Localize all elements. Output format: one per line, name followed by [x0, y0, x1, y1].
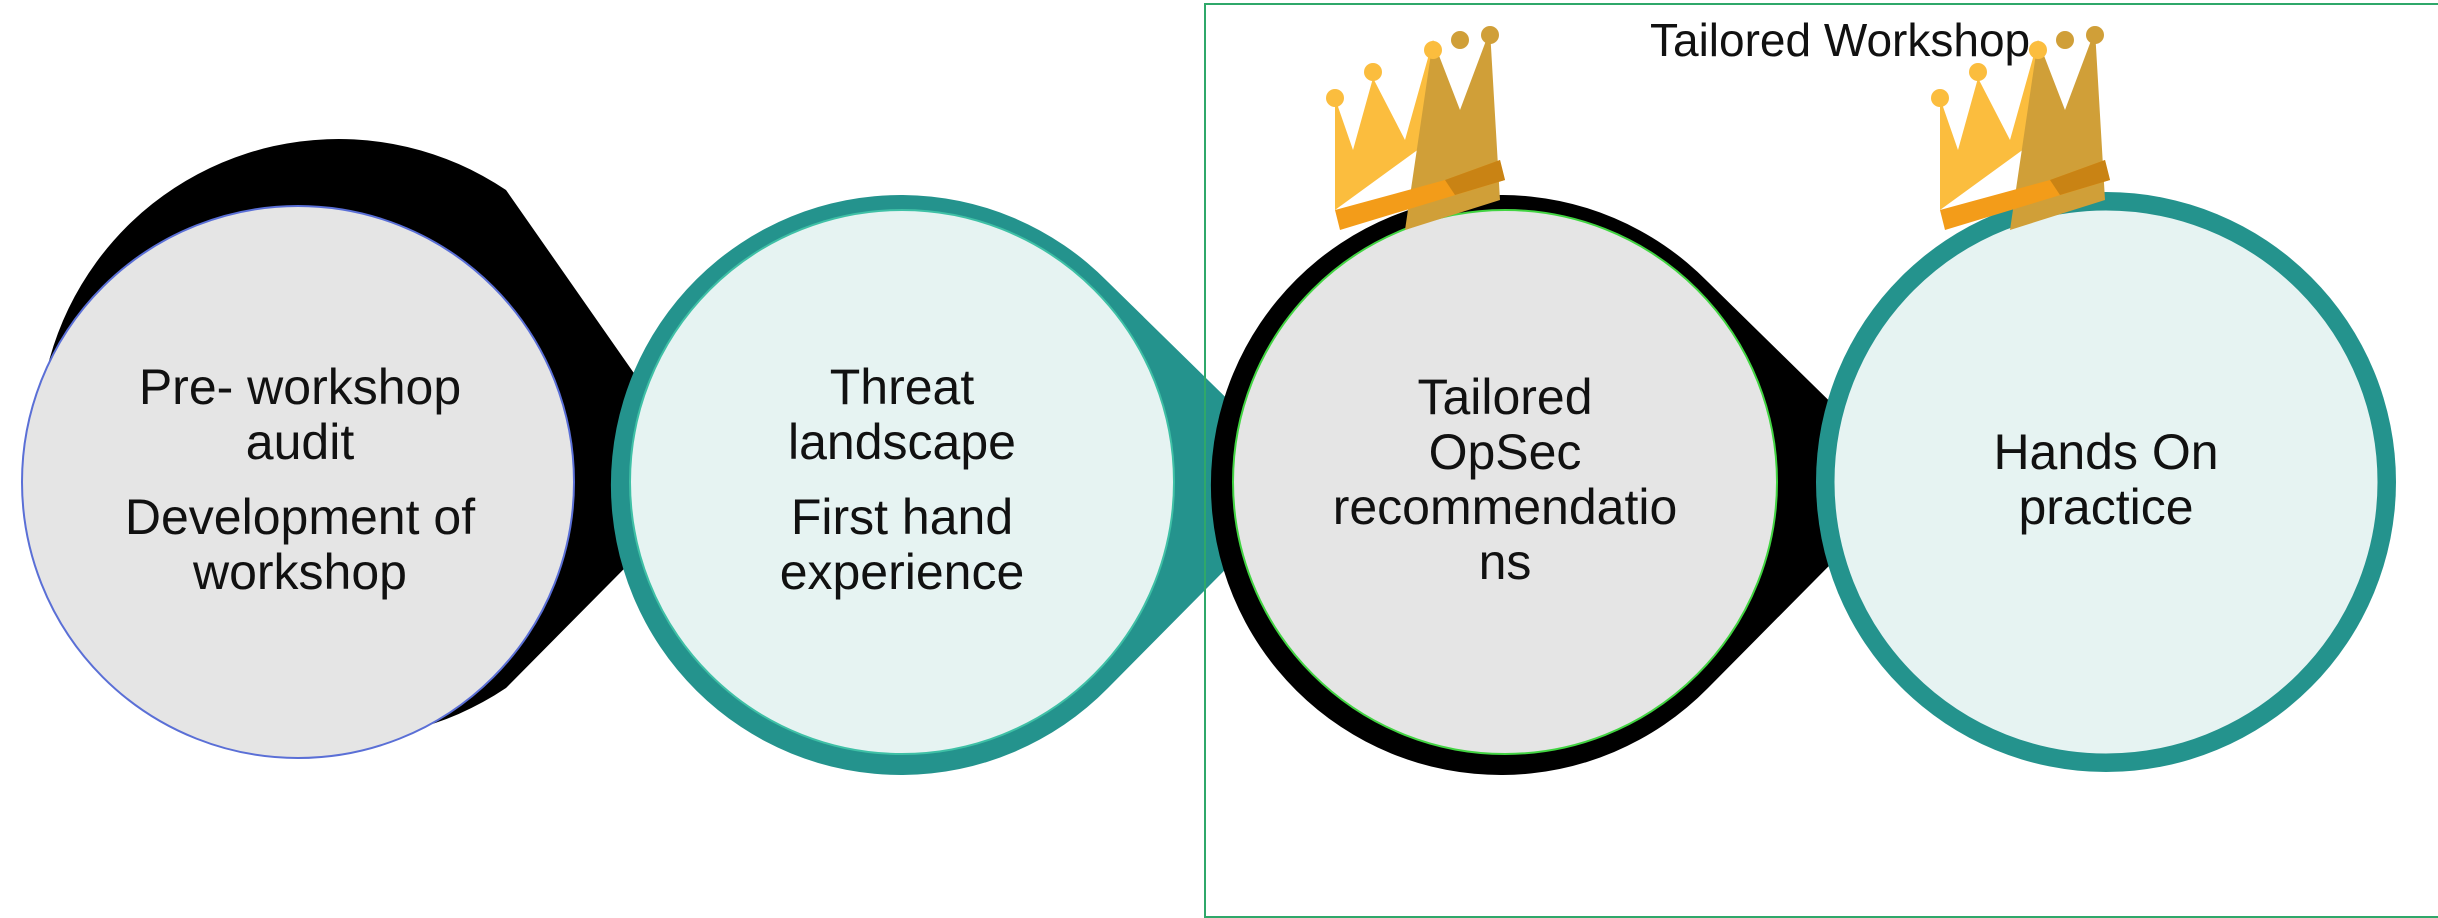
step-3-label: Tailored OpSec recommendatio ns — [1235, 210, 1775, 750]
step-2-label: Threat landscape First hand experience — [632, 210, 1172, 750]
step-2-line-1: Threat landscape — [788, 359, 1016, 470]
step-2-disc — [629, 209, 1175, 755]
step-4-shape — [1816, 192, 2396, 772]
step-3-line-1: Tailored OpSec recommendatio ns — [1332, 369, 1678, 590]
step-1-shape — [21, 139, 710, 759]
step-3-disc — [1232, 209, 1778, 755]
step-4-line-1: Hands On practice — [1993, 424, 2219, 535]
step-4-disc — [1833, 209, 2379, 755]
step-4-label: Hands On practice — [1836, 210, 2376, 750]
crown-icon — [1931, 26, 2110, 230]
step-1-line-1: Pre- workshop audit — [138, 359, 462, 470]
step-1-disc — [21, 205, 575, 759]
step-1-line-2: Development of workshop — [124, 489, 476, 600]
step-2-line-2: First hand experience — [779, 489, 1025, 600]
step-1-label: Pre- workshop audit Development of works… — [30, 210, 570, 750]
group-title: Tailored Workshop — [1650, 14, 2031, 66]
step-2-shape — [610, 194, 1312, 775]
crown-icon — [1326, 26, 1505, 230]
step-3-shape — [1210, 194, 1912, 775]
